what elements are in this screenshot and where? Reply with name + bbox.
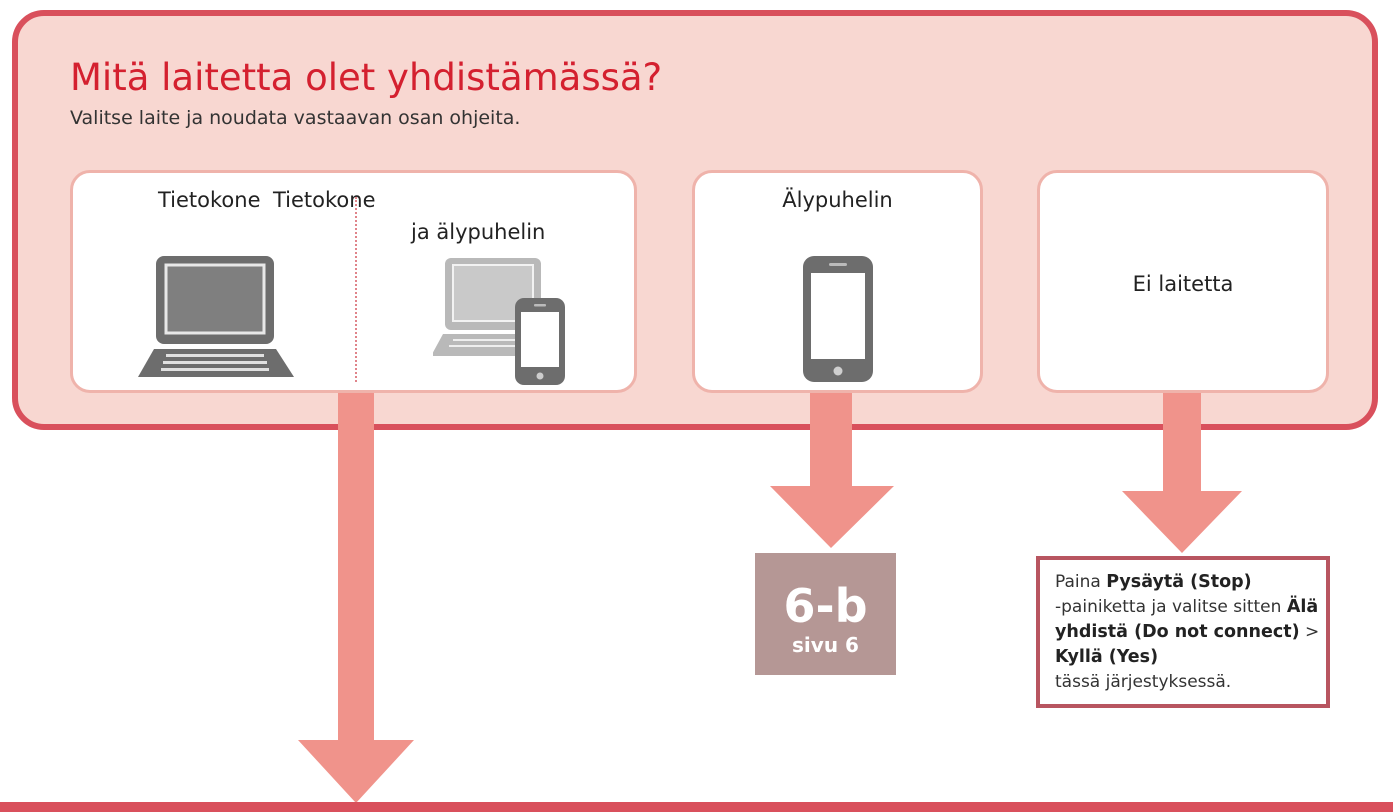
instruction-text-4: tässä järjestyksessä. — [1055, 672, 1232, 692]
instruction-text-1: Paina — [1055, 572, 1107, 592]
instruction-separator: > — [1299, 622, 1320, 642]
option-no-device-card[interactable]: Ei laitetta — [1037, 170, 1329, 393]
yes-label: Kyllä (Yes) — [1055, 647, 1159, 667]
option-computer-smartphone-label-line2: ja älypuhelin — [411, 220, 546, 244]
page-title: Mitä laitetta olet yhdistämässä? — [70, 56, 663, 99]
option-no-device-label: Ei laitetta — [1132, 272, 1234, 296]
stop-button-label: Pysäytä (Stop) — [1106, 572, 1252, 592]
page-subtitle: Valitse laite ja noudata vastaavan osan … — [70, 107, 521, 129]
laptop-icon — [138, 256, 294, 377]
laptop-and-smartphone-icon — [433, 258, 565, 385]
option-computer-smartphone-label-line1: Tietokone — [273, 188, 376, 212]
arrow-computer-down — [298, 393, 414, 803]
option-smartphone-label: Älypuhelin — [782, 188, 893, 212]
section-page: sivu 6 — [792, 633, 859, 657]
bottom-border — [0, 802, 1393, 812]
arrow-smartphone-down — [770, 393, 894, 548]
option-smartphone-card[interactable]: Älypuhelin — [692, 170, 983, 393]
no-device-instructions: Paina Pysäytä (Stop) -painiketta ja vali… — [1036, 556, 1330, 708]
smartphone-icon — [803, 256, 873, 382]
arrow-no-device-down — [1122, 393, 1242, 553]
instruction-text-2: -painiketta ja valitse sitten — [1055, 597, 1287, 617]
option-computer-label: Tietokone — [158, 188, 261, 212]
option-computer-card[interactable]: Tietokone Tietokone ja älypuhelin — [70, 170, 637, 393]
card-divider — [355, 197, 357, 382]
section-6b-link[interactable]: 6-b sivu 6 — [755, 553, 896, 675]
section-code: 6-b — [783, 579, 868, 633]
do-not-connect-label: Älä yhdistä (Do not connect) — [1055, 597, 1319, 642]
